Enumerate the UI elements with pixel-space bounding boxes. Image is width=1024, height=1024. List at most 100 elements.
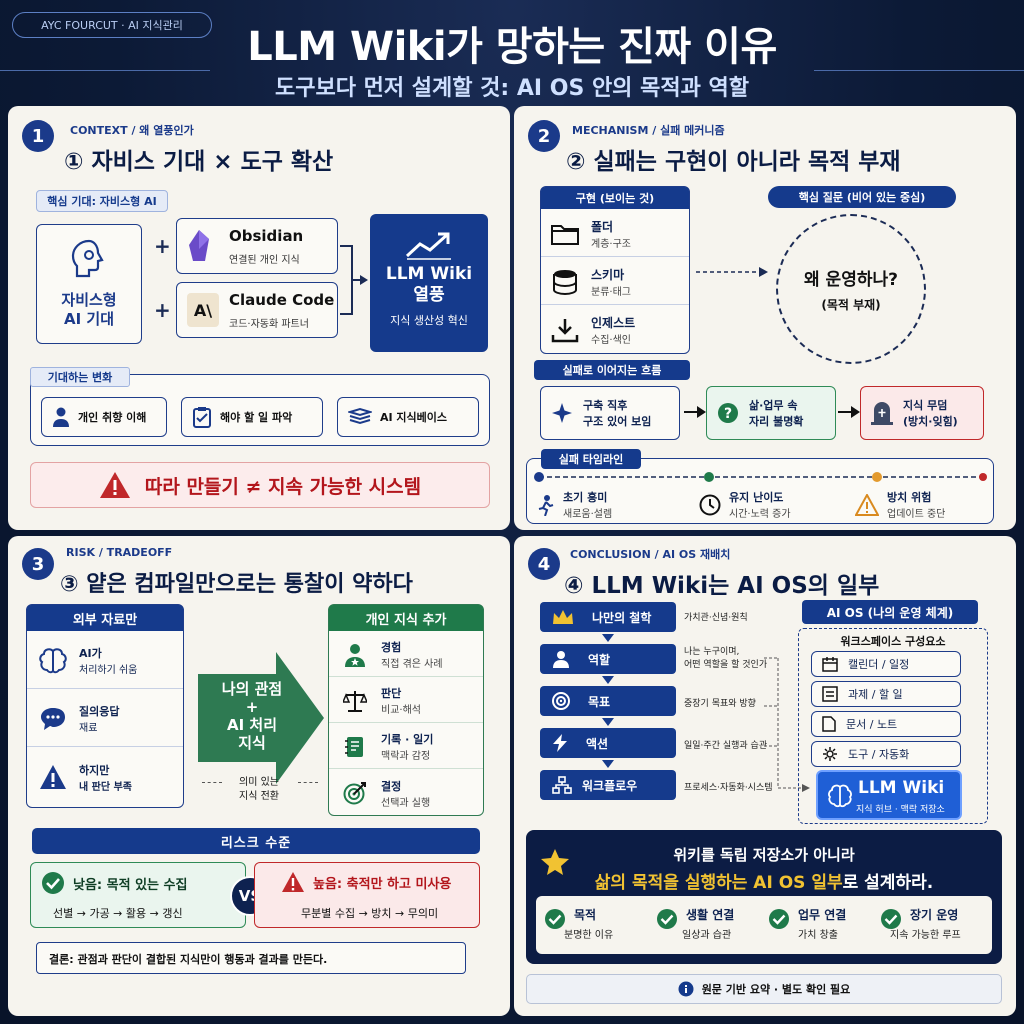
check-circle-icon — [881, 909, 901, 929]
panel-title: ④ LLM Wiki는 AI OS의 일부 — [564, 573, 880, 599]
personal-knowledge-header: 개인 지식 추가 — [329, 605, 483, 631]
external-only-header: 외부 자료만 — [27, 605, 183, 631]
footnote-bar: 원문 기반 요약 · 별도 확인 필요 — [526, 974, 1002, 1004]
external-item-line2: 내 판단 부족 — [79, 781, 132, 793]
stack-label: 워크플로우 — [582, 778, 638, 793]
panel-title: ② 실패는 구현이 아니라 목적 부재 — [566, 149, 901, 175]
obsidian-sub: 연결된 개인 지식 — [229, 255, 300, 266]
stack-note: 프로세스·자동화·시스템 — [684, 783, 773, 793]
workspace-item: 문서 / 노트 — [811, 711, 961, 737]
timeline-title: 유지 난이도 — [729, 491, 784, 504]
meaningful-knowledge-text: 의미 있는 지식 전환 — [239, 777, 279, 802]
impl-item-title: 스키마 — [591, 267, 625, 282]
personal-item-title: 판단 — [381, 687, 402, 700]
personal-item-title: 결정 — [381, 779, 402, 793]
sparkle-icon — [552, 403, 572, 423]
down-arrow-icon — [602, 634, 614, 642]
page-title: LLM Wiki가 망하는 진짜 이유 — [247, 24, 777, 70]
workspace-item: 과제 / 할 일 — [811, 681, 961, 707]
timeline-line — [534, 472, 987, 482]
workspace-label: 워크스페이스 구성요소 — [840, 635, 946, 648]
ai-logo-icon: A\ — [187, 293, 219, 327]
check-title: 목적 — [574, 908, 597, 922]
jarvis-label: 자비스형 AI 기대 — [61, 291, 117, 328]
stack-label: 액션 — [586, 736, 609, 751]
cta-line1: 위키를 독립 저장소가 아니라 — [673, 846, 855, 864]
low-risk-box: 낮음: 목적 있는 수집 선별 → 가공 → 활용 → 갱신 — [30, 862, 246, 928]
high-risk-box: 높음: 축적만 하고 미사용 무분별 수집 → 방치 → 무의미 — [254, 862, 480, 928]
external-item-line2: 처리하기 쉬움 — [79, 665, 138, 676]
flow-step-line2: (방치·잊힘) — [903, 415, 958, 428]
obsidian-card: Obsidian 연결된 개인 지식 — [176, 218, 338, 274]
down-arrow-icon — [602, 718, 614, 726]
person-icon — [553, 651, 569, 668]
bracket-arrow-icon — [340, 245, 368, 315]
brand-tag: AYC FOURCUT · AI 지식관리 — [12, 12, 212, 38]
header-divider-right — [814, 70, 1024, 71]
check-title: 업무 연결 — [798, 908, 847, 922]
dash-left — [202, 782, 222, 783]
llm-wiki-title: LLM Wiki — [858, 778, 945, 798]
scale-icon — [343, 690, 367, 712]
tombstone-icon — [871, 402, 893, 425]
change-item-label: 해야 할 일 파악 — [220, 411, 293, 424]
check-item: 목적 분명한 이유 — [544, 904, 650, 946]
folder-icon — [551, 224, 579, 245]
check-circle-icon — [545, 909, 565, 929]
flow-step-line1: 삶·업무 속 — [749, 399, 798, 412]
external-item-line1: AI가 — [79, 647, 102, 660]
check-item: 업무 연결 가치 창출 — [768, 904, 874, 946]
caution-icon — [855, 493, 879, 516]
warning-text: 따라 만들기 ≠ 지속 가능한 시스템 — [144, 475, 422, 498]
trend-up-icon — [405, 232, 451, 260]
external-item-line1: 질의응답 — [79, 705, 120, 718]
timeline-title: 초기 흥미 — [563, 491, 608, 504]
stack-label: 나만의 철학 — [592, 610, 652, 625]
check-sub: 분명한 이유 — [564, 930, 614, 941]
high-risk-flow: 무분별 수집 → 방치 → 무의미 — [301, 907, 439, 920]
check-title: 장기 운영 — [910, 908, 959, 922]
expected-changes-box: 기대하는 변화 개인 취향 이해 해야 할 일 파악 AI 지식베이스 — [30, 367, 490, 446]
llm-wiki-sub: 지식 허브 · 맥락 저장소 — [856, 805, 945, 815]
cta-box: 위키를 독립 저장소가 아니라 삶의 목적을 실행하는 AI OS 일부로 설계… — [526, 830, 1002, 964]
brain-icon — [39, 647, 67, 673]
warning-banner: 따라 만들기 ≠ 지속 가능한 시스템 — [30, 462, 490, 508]
panel-number: 1 — [22, 120, 54, 152]
core-expectation-label: 핵심 기대: 자비스형 AI — [36, 190, 168, 212]
external-item-line2: 재료 — [79, 723, 98, 734]
crown-icon — [553, 610, 573, 624]
header-divider-left — [0, 70, 210, 71]
check-sub: 일상과 습관 — [682, 930, 732, 941]
database-icon — [553, 269, 577, 295]
target-icon — [343, 782, 366, 805]
dashed-arrow-icon — [696, 267, 768, 277]
flow-step-line1: 구축 직후 — [583, 399, 628, 412]
panel-kicker: CONTEXT / 왜 열풍인가 — [70, 124, 194, 137]
flow-step: 지식 무덤(방치·잊힘) — [860, 386, 984, 440]
stack-note: 일일·주간 실행과 습관 — [684, 741, 768, 751]
connector-lines — [764, 657, 810, 792]
workspace-item-label: 과제 / 할 일 — [848, 688, 903, 701]
gear-icon — [823, 747, 837, 761]
obsidian-title: Obsidian — [229, 227, 304, 245]
panel-risk: 3 RISK / TRADEOFF ③ 얕은 컴파일만으로는 통찰이 약하다 외… — [8, 536, 510, 1016]
stack-label: 목표 — [588, 694, 611, 709]
personal-item-sub: 맥락과 감정 — [381, 751, 431, 762]
panel-context: 1 CONTEXT / 왜 열풍인가 ① 자비스 기대 × 도구 확산 핵심 기… — [8, 106, 510, 530]
books-icon — [348, 407, 372, 425]
llm-wiki-boom-title: LLM Wiki 열풍 — [385, 264, 473, 305]
conclusion-box: 결론: 관점과 판단이 결합된 지식만이 행동과 결과를 만든다. — [36, 942, 466, 974]
plus-sign: + — [154, 298, 171, 322]
core-question-label: 핵심 질문 (비어 있는 중심) — [768, 186, 956, 208]
panel-number: 3 — [22, 548, 54, 580]
low-risk-flow: 선별 → 가공 → 활용 → 갱신 — [53, 907, 183, 920]
